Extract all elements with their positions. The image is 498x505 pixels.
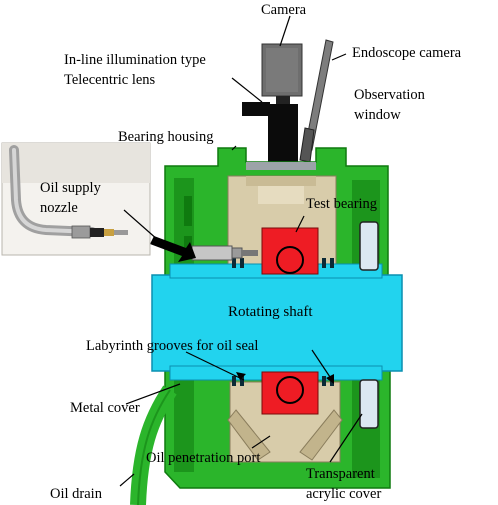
label-lens-line2: Telecentric lens (64, 72, 156, 88)
camera (261, 43, 303, 97)
oil-drain-pipe (130, 385, 177, 505)
label-metal-cover: Metal cover (70, 400, 140, 416)
label-nozzle-line1: Oil supply (40, 180, 102, 196)
label-rotating-shaft: Rotating shaft (228, 304, 313, 320)
label-oil-drain: Oil drain (50, 486, 103, 502)
label-acrylic-line1: Transparent (306, 466, 375, 482)
label-camera: Camera (261, 2, 307, 18)
oil-flow-arrow (150, 236, 196, 262)
label-labyrinth: Labyrinth grooves for oil seal (86, 338, 258, 354)
telecentric-lens (242, 96, 298, 164)
rotating-shaft (151, 263, 403, 381)
label-penetration-port: Oil penetration port (146, 450, 260, 466)
endoscope-camera (299, 39, 334, 163)
labyrinth-arrowhead-left (236, 372, 246, 380)
label-nozzle-line2: nozzle (40, 200, 78, 216)
test-bearing-upper (261, 227, 319, 275)
label-lens-line1: In-line illumination type (64, 52, 206, 68)
label-acrylic-line2: acrylic cover (306, 486, 381, 502)
observation-window (246, 162, 316, 170)
label-window-line2: window (354, 107, 401, 123)
oil-supply-nozzle-fitting (191, 245, 258, 261)
label-bearing-housing: Bearing housing (118, 129, 213, 145)
leader-lines (119, 15, 363, 487)
labyrinth-arrowhead-right (326, 374, 334, 384)
label-test-bearing: Test bearing (306, 196, 377, 212)
labyrinth-grooves-upper (232, 258, 334, 268)
label-endoscope: Endoscope camera (352, 45, 462, 61)
nozzle-photo (1, 142, 151, 256)
test-bearing-lower (261, 371, 319, 415)
label-window-line1: Observation (354, 87, 426, 103)
transparent-acrylic-cover (359, 221, 379, 429)
